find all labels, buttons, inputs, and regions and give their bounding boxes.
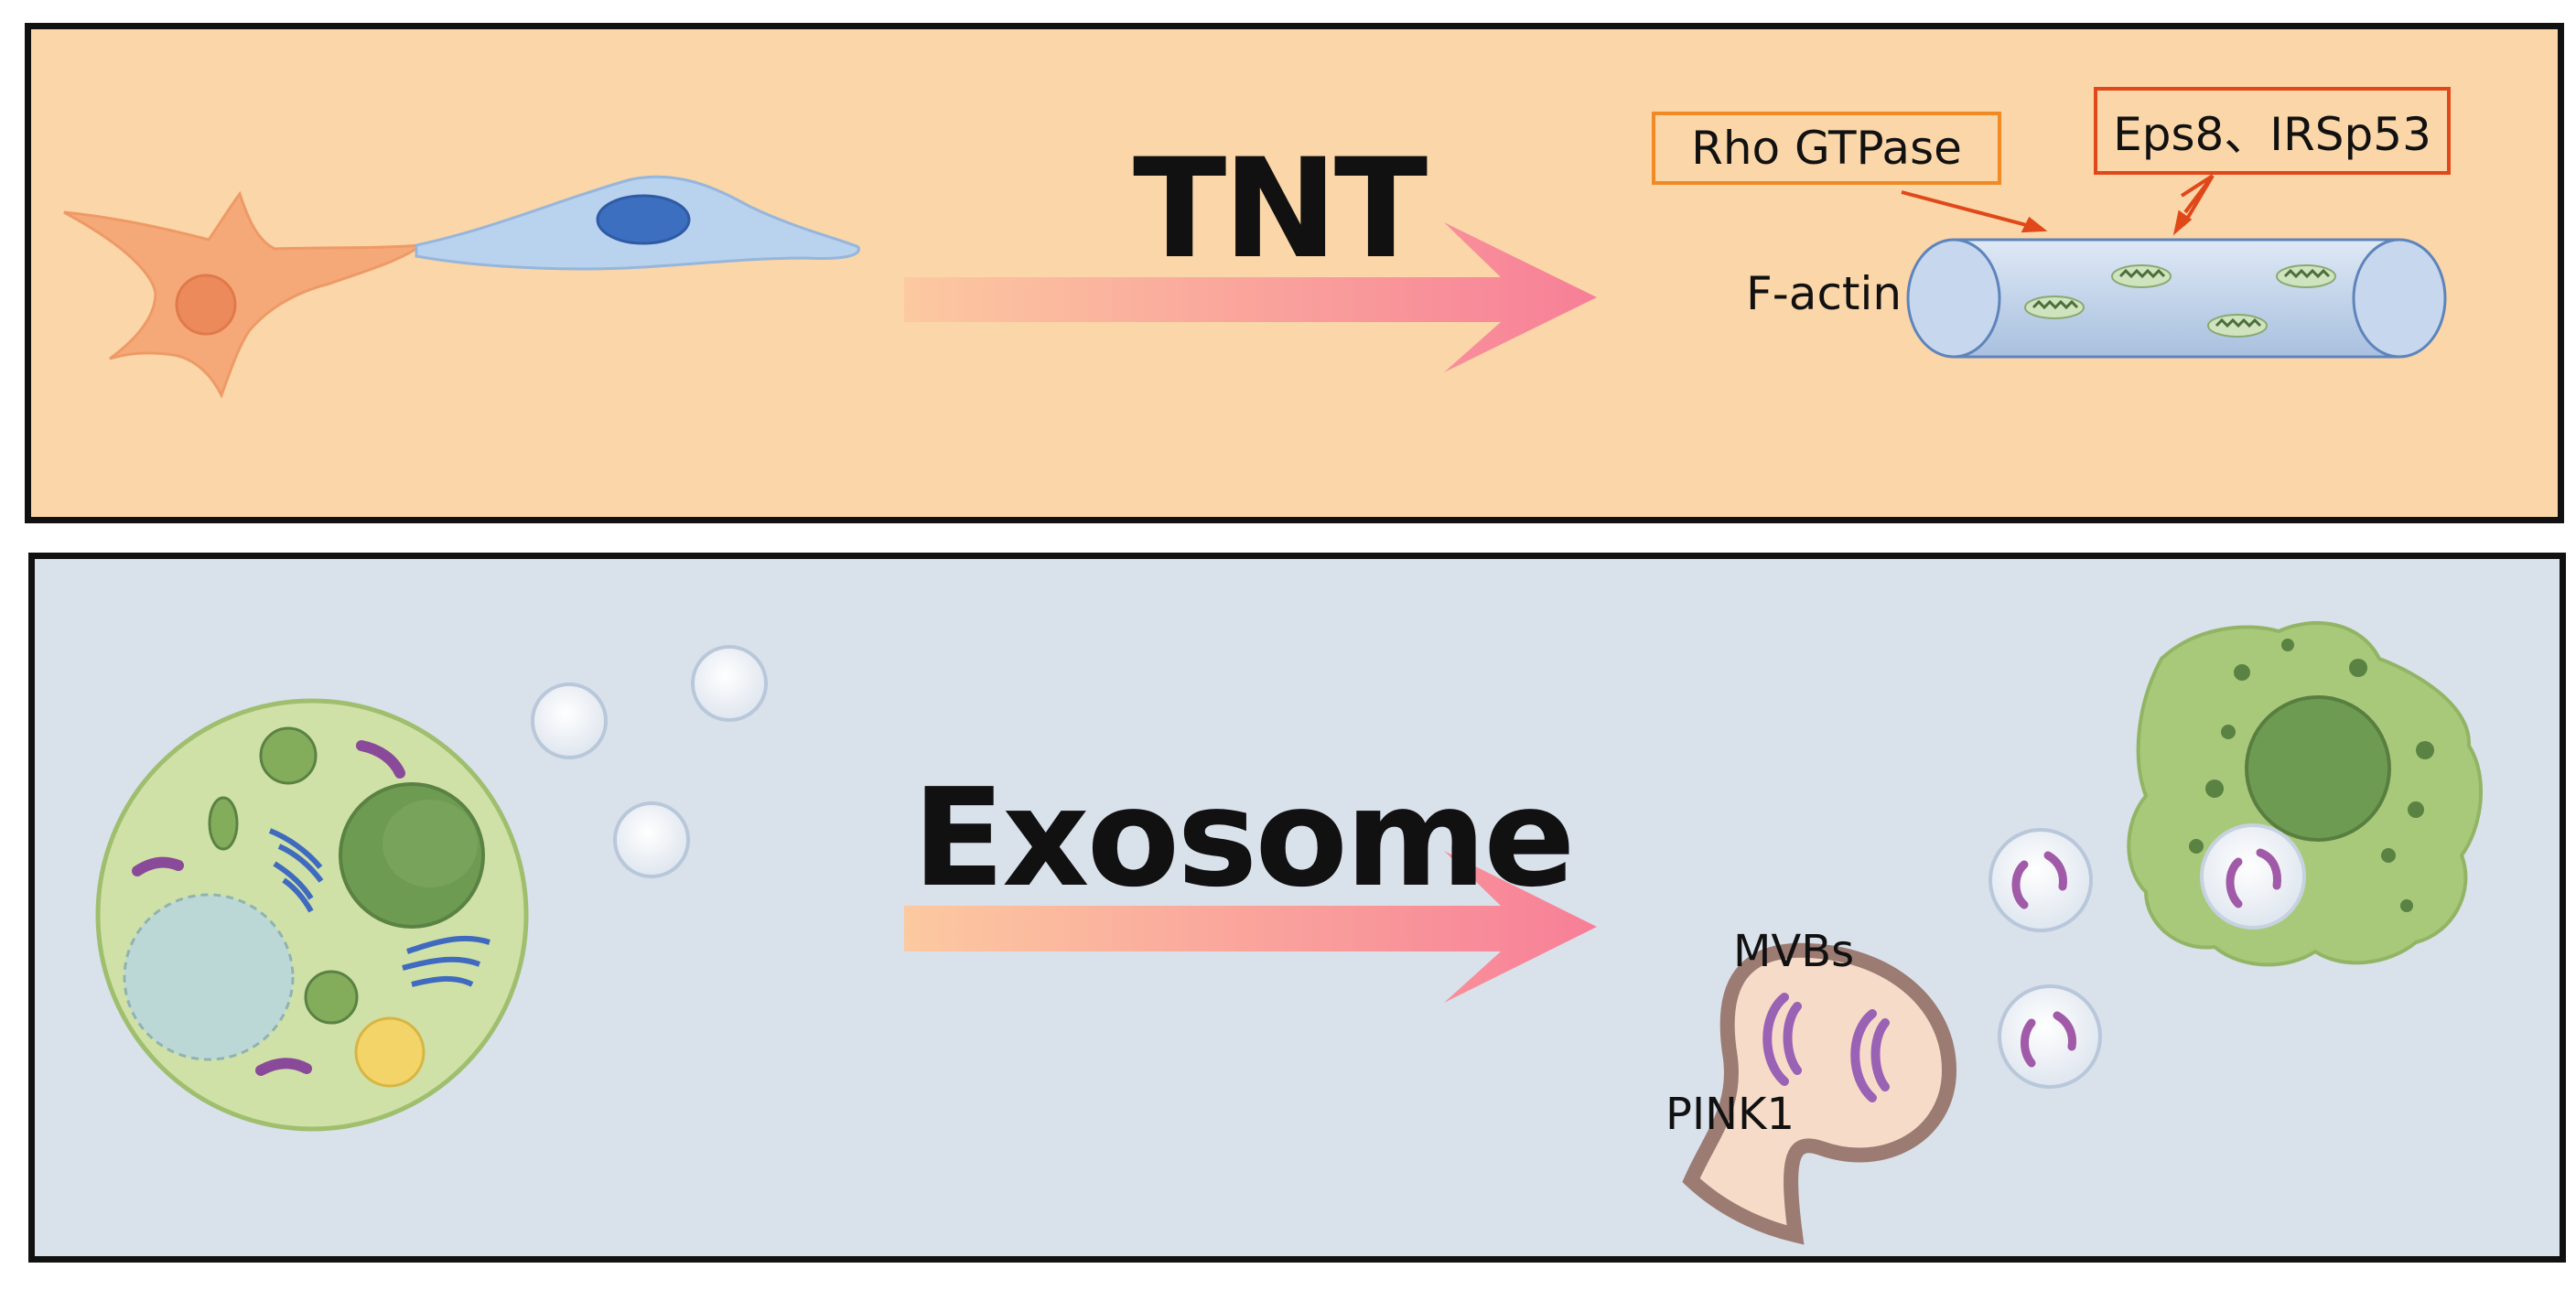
f-actin-tube-icon (1906, 238, 2447, 359)
orange-cell-icon (63, 190, 426, 399)
exosome-arrow-icon (904, 851, 1597, 1003)
exosome-title: Exosome (912, 759, 1576, 917)
rho-gtpase-label: Rho GTPase (1652, 112, 2001, 185)
exosome-vesicle-icon (531, 645, 768, 878)
pink1-label: PINK1 (1665, 1089, 1795, 1140)
f-actin-label: F-actin (1746, 267, 1902, 320)
mitochondria-icon (2024, 264, 2336, 338)
eps8-irsp53-label: Eps8、IRSp53 (2094, 87, 2451, 175)
tnt-title: TNT (1133, 130, 1428, 289)
mvbs-icon (1682, 942, 1957, 1245)
donor-cell-icon (95, 698, 529, 1132)
callout-pointers (1901, 174, 2215, 236)
mvbs-label: MVBs (1733, 926, 1855, 977)
blue-cell-icon (415, 175, 860, 271)
mito-vesicle-icon (1989, 828, 2102, 1089)
recipient-cell-icon (2127, 620, 2484, 967)
tnt-arrow-icon (904, 222, 1597, 372)
